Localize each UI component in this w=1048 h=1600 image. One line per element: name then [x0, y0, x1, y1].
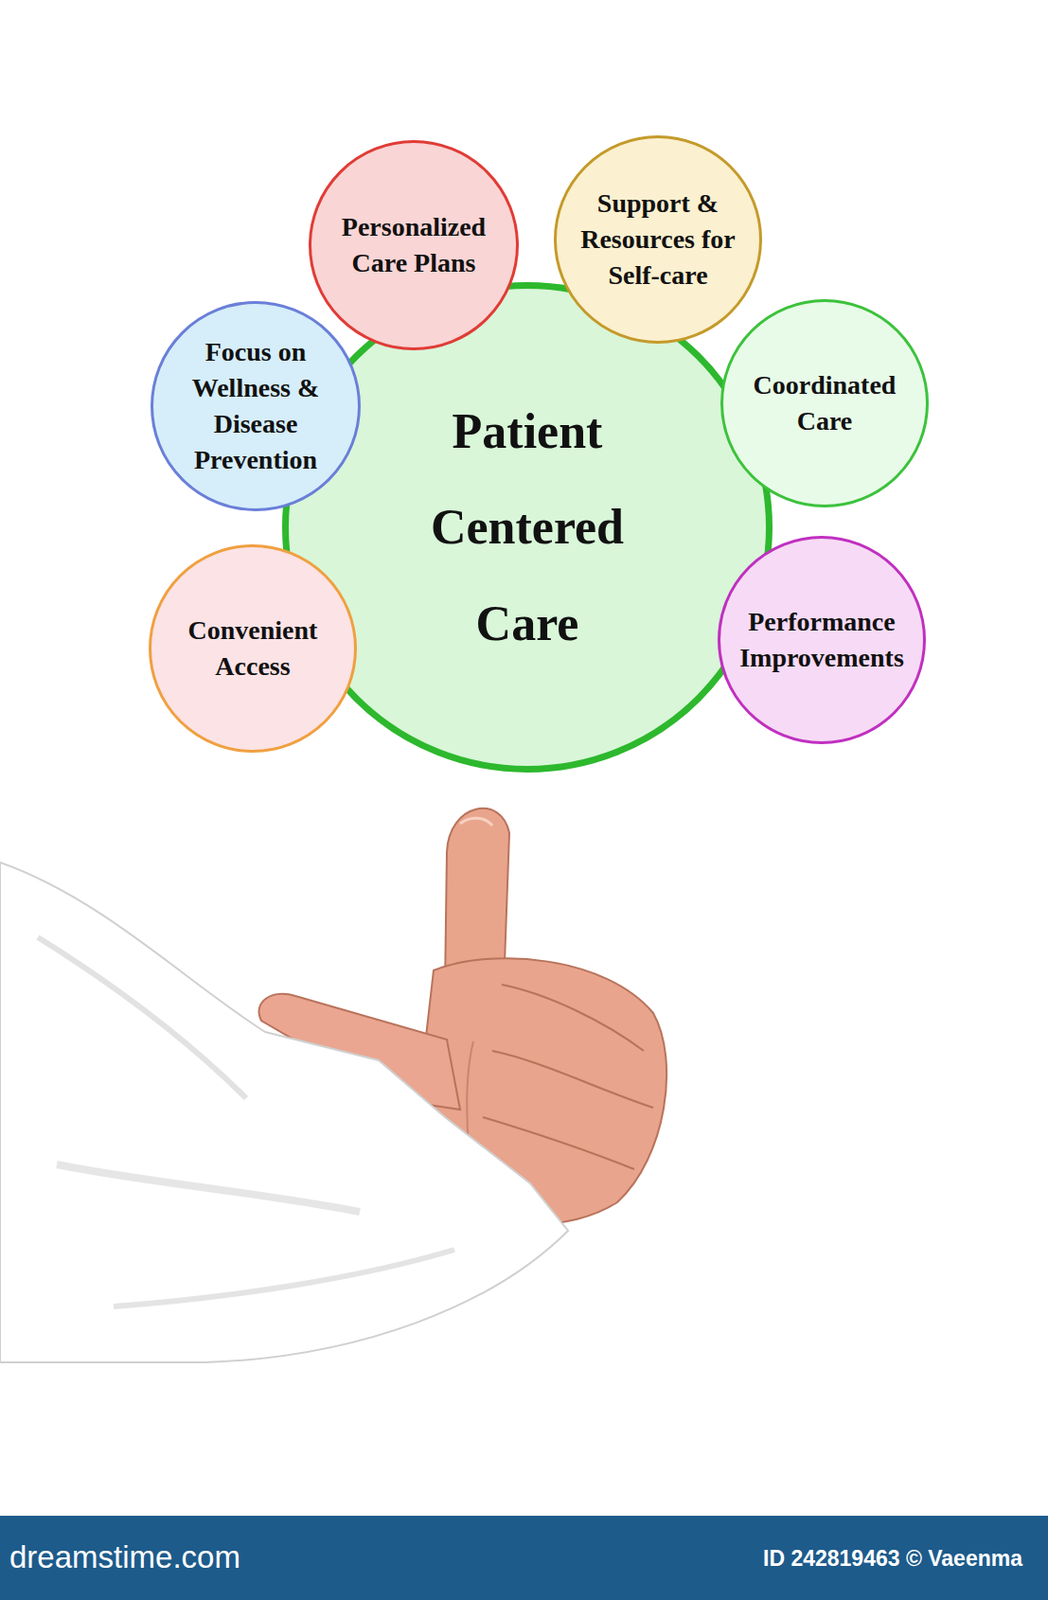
- satellite-circle: Personalized Care Plans: [308, 140, 519, 351]
- circle-outline: [308, 140, 519, 351]
- circle-label: Coordinated Care: [737, 367, 912, 440]
- circle-label: Performance Improvements: [725, 603, 920, 676]
- circle-label: Personalized Care Plans: [319, 209, 509, 282]
- satellite-circle: Performance Improvements: [717, 535, 926, 745]
- circle-shape: [719, 537, 925, 744]
- sleeve-fold: [113, 1249, 455, 1307]
- satellite-circle: Support & Resources for Self-care: [553, 135, 763, 344]
- circle-label: Convenient Access: [167, 612, 338, 685]
- circle-outline: [150, 301, 361, 512]
- satellite-circle: Convenient Access: [148, 544, 357, 753]
- circle-outline: [148, 544, 357, 753]
- sleeve-fold: [37, 937, 247, 1099]
- circle-label: Support & Resources for Self-care: [563, 185, 753, 294]
- circle-shape: [310, 142, 518, 350]
- sleeve: [0, 862, 569, 1363]
- footer-bar: [0, 1515, 1048, 1600]
- circle-shape: [722, 301, 928, 507]
- nail-highlight: [460, 817, 493, 826]
- central-circle: Patient Centered Care: [282, 282, 773, 773]
- satellite-circle: Coordinated Care: [720, 299, 929, 508]
- circle-outline: [717, 535, 926, 745]
- circle-shape: [285, 285, 770, 770]
- circle-shape: [555, 137, 762, 343]
- circle-shape: [152, 302, 360, 511]
- finger-fold: [492, 1050, 654, 1108]
- watermark-id: ID 242819463 © Vaeenma: [763, 1545, 1023, 1572]
- watermark-site: dreamstime.com: [9, 1539, 241, 1576]
- circle-outline: [720, 299, 929, 508]
- finger-fold: [501, 984, 644, 1051]
- satellite-circle: Focus on Wellness & Disease Prevention: [150, 301, 361, 512]
- sleeve-fold: [56, 1164, 360, 1212]
- circle-shape: [150, 546, 356, 752]
- finger-fold: [482, 1117, 635, 1170]
- circle-label: Focus on Wellness & Disease Prevention: [174, 334, 338, 479]
- main-title-text: Patient Centered Care: [385, 383, 670, 672]
